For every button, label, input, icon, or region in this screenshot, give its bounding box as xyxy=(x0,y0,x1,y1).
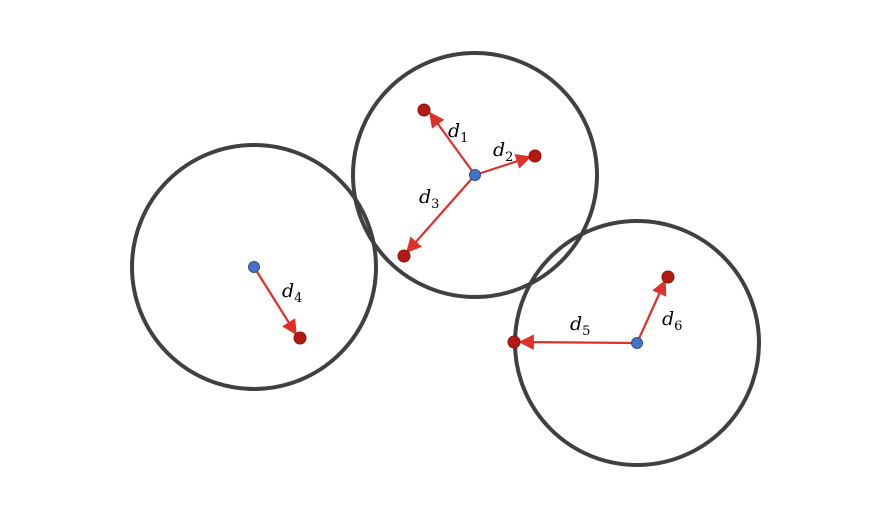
cluster-circle-left xyxy=(130,143,378,391)
distance-label-d3: d3 xyxy=(419,186,439,212)
distance-label-d4: d4 xyxy=(282,280,302,306)
distance-arrow-d3 xyxy=(405,174,476,254)
distance-label-d1: d1 xyxy=(448,120,468,146)
cluster-center-right xyxy=(631,337,643,349)
distance-label-d5: d5 xyxy=(570,313,590,339)
cluster-center-top xyxy=(469,169,481,181)
member-point xyxy=(661,270,675,284)
cluster-circle-top xyxy=(351,51,599,299)
distance-label-d2: d2 xyxy=(493,139,513,165)
member-point xyxy=(417,103,431,117)
member-point xyxy=(507,335,521,349)
member-point xyxy=(293,331,307,345)
distance-arrow-d4 xyxy=(253,266,297,336)
distance-arrow-d1 xyxy=(429,111,476,176)
distance-arrow-d5 xyxy=(518,334,638,350)
cluster-center-left xyxy=(248,261,260,273)
member-point xyxy=(528,149,542,163)
distance-label-d6: d6 xyxy=(662,308,682,334)
distance-arrow-d6 xyxy=(635,279,667,344)
distance-arrow-d2 xyxy=(474,153,532,177)
member-point xyxy=(397,249,411,263)
